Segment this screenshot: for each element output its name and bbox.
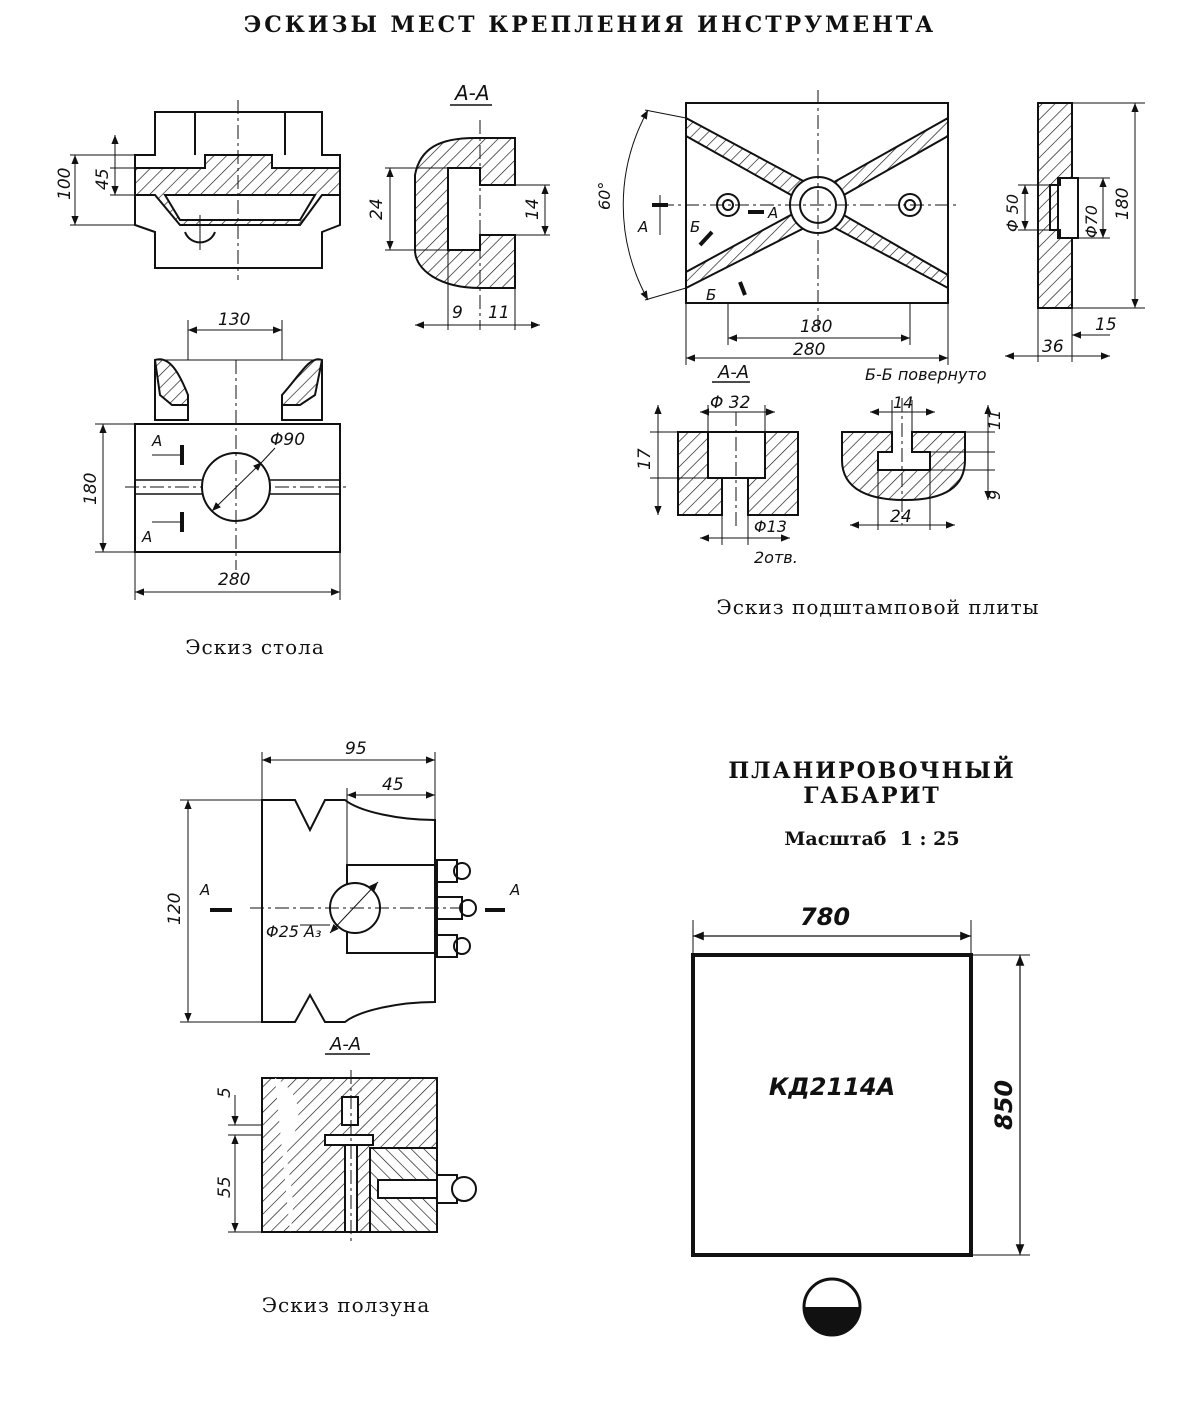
plate-mark-a-center: А — [767, 204, 778, 222]
dim-60-angle: 60° — [595, 182, 614, 210]
slider-caption: Эскиз ползуна — [262, 1293, 431, 1317]
layout-depth-dim: 850 — [990, 1080, 1018, 1130]
dim-100: 100 — [55, 168, 75, 200]
layout-scale: Масштаб 1 : 25 — [784, 828, 959, 850]
slider-dim-5: 5 — [215, 1087, 235, 1098]
plate-mark-b-top: Б — [690, 218, 700, 236]
slider-section-label: А-А — [329, 1034, 361, 1055]
plate-dim-17: 17 — [635, 448, 655, 470]
plate-dim-9: 9 — [985, 490, 1004, 500]
table-section-label: А-А — [453, 81, 490, 105]
dim-14: 14 — [523, 198, 543, 220]
slider-sketch — [180, 752, 505, 1023]
plate-dim-14: 14 — [893, 393, 913, 412]
table-plan-view — [95, 320, 350, 600]
plate-dim-280: 280 — [793, 340, 825, 360]
table-front-view — [134, 100, 341, 280]
plate-dim-phi13: Φ13 — [754, 517, 787, 536]
table-caption: Эскиз стола — [185, 635, 325, 659]
plate-sketch — [622, 90, 1145, 365]
slider-section — [228, 1070, 477, 1245]
dim-phi90: Φ90 — [270, 430, 305, 450]
slider-cut-a-right: А — [509, 881, 520, 899]
plate-dim-phi70: Φ70 — [1082, 205, 1101, 238]
plate-section-a — [650, 405, 799, 545]
plate-mark-a-left: А — [637, 218, 648, 236]
plate-dim-180: 180 — [800, 317, 832, 337]
plate-dim-180-vertical: 180 — [1113, 188, 1133, 220]
dim-9: 9 — [452, 303, 463, 323]
dim-180: 180 — [81, 473, 101, 505]
layout-model-label: КД2114А — [769, 1073, 895, 1101]
plate-caption: Эскиз подштамповой плиты — [716, 595, 1039, 619]
cut-mark-a-top: А — [151, 432, 162, 450]
slider-dim-120: 120 — [165, 893, 185, 925]
plate-section-b-label: Б-Б повернуто — [865, 365, 987, 384]
plate-dim-24: 24 — [890, 507, 912, 527]
layout-title-line1: ПЛАНИРОВОЧНЫЙ — [728, 755, 1015, 784]
dim-11: 11 — [488, 303, 510, 323]
layout-title-line2: ГАБАРИТ — [803, 783, 941, 809]
plate-mark-b-bottom: Б — [706, 286, 716, 304]
half-filled-circle-symbol — [802, 1277, 862, 1337]
table-slot-section — [385, 120, 550, 330]
dim-130: 130 — [218, 310, 250, 330]
layout-footprint — [691, 920, 1030, 1257]
plate-dim-15: 15 — [1095, 315, 1117, 335]
plate-section-a-label: А-А — [717, 362, 749, 383]
sheet-title: ЭСКИЗЫ МЕСТ КРЕПЛЕНИЯ ИНСТРУМЕНТА — [244, 12, 936, 38]
slider-dim-55: 55 — [215, 1176, 235, 1198]
dim-45: 45 — [93, 168, 113, 190]
cut-mark-a-bottom: А — [141, 528, 152, 546]
plate-dim-phi32: Φ 32 — [710, 393, 750, 413]
plate-dim-phi50: Φ 50 — [1003, 194, 1022, 232]
table-sketch — [70, 100, 341, 280]
layout-width-dim: 780 — [800, 903, 850, 931]
slider-cut-a-left: А — [199, 881, 210, 899]
dim-24: 24 — [367, 198, 387, 220]
plate-section-b — [841, 398, 995, 530]
plate-dim-holes: 2отв. — [754, 548, 798, 567]
slider-dim-95: 95 — [345, 739, 367, 759]
slider-dim-phi25: Φ25 А₃ — [266, 922, 321, 941]
dim-280: 280 — [218, 570, 250, 590]
plate-dim-11: 11 — [985, 410, 1004, 430]
slider-dim-45: 45 — [382, 775, 404, 795]
plate-dim-36: 36 — [1042, 337, 1064, 357]
